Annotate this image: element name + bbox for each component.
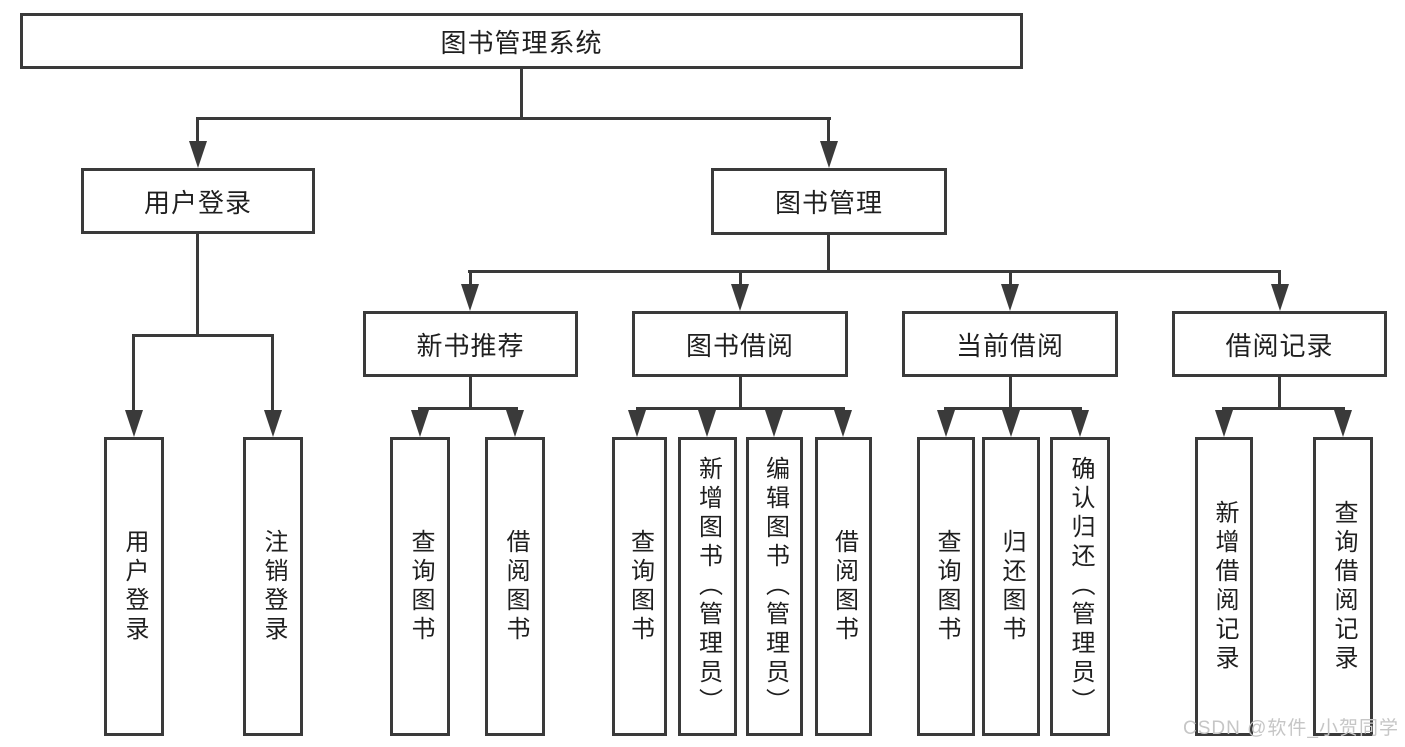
connector-borrow-records-drop — [1278, 377, 1281, 410]
node-borrowing-records: 借阅记录 — [1172, 311, 1387, 377]
node-label: 查询图书 — [933, 528, 960, 645]
node-label: 图书管理系统 — [440, 27, 603, 58]
arrowhead-return-book — [1002, 410, 1020, 437]
node-label: 归还图书 — [998, 528, 1025, 645]
node-label: 编辑图书（管理员） — [761, 456, 789, 717]
node-current-borrowing: 当前借阅 — [902, 311, 1118, 377]
connector-level3-branch — [468, 270, 1281, 273]
node-book-management: 图书管理 — [711, 168, 947, 235]
node-label: 新增借阅记录 — [1211, 499, 1238, 674]
connector-book-borrow-branch — [636, 407, 845, 410]
node-borrow-book-under-borrowing: 借阅图书 — [815, 437, 872, 736]
arrowhead-add-book — [698, 410, 716, 437]
connector-book-borrow-drop — [739, 377, 742, 410]
connector-root-drop — [520, 69, 523, 120]
node-label: 图书管理 — [774, 188, 883, 218]
connector-user-login-branch — [132, 334, 274, 337]
arrowhead-current-borrow — [1001, 284, 1019, 311]
connector-stem-new-book — [469, 270, 472, 292]
arrowhead-query-book-1 — [411, 410, 429, 437]
connector-new-book-drop — [469, 377, 472, 410]
node-label: 查询图书 — [626, 528, 654, 645]
node-library-management-system: 图书管理系统 — [20, 13, 1023, 69]
connector-stem-logout — [271, 334, 274, 414]
node-label: 查询图书 — [407, 528, 434, 645]
arrowhead-user-login — [189, 141, 207, 168]
node-query-book-under-borrowing: 查询图书 — [612, 437, 667, 736]
csdn-watermark: CSDN @软件_小贺同学 — [1183, 718, 1399, 739]
connector-stem-current-borrow — [1009, 270, 1012, 292]
connector-stem-login — [132, 334, 135, 414]
arrowhead-add-borrow-record — [1215, 410, 1233, 437]
node-add-borrow-record: 新增借阅记录 — [1195, 437, 1253, 736]
node-user-login: 用户登录 — [81, 168, 315, 234]
node-book-borrowing: 图书借阅 — [632, 311, 848, 377]
node-edit-book-admin: 编辑图书（管理员） — [746, 437, 803, 736]
connector-stem-book-borrow — [739, 270, 742, 292]
node-label: 新增图书（管理员） — [694, 456, 722, 717]
connector-stem-borrow-records — [1278, 270, 1281, 292]
node-query-book-under-current: 查询图书 — [917, 437, 975, 736]
node-label: 用户登录 — [143, 187, 252, 218]
arrowhead-confirm-return — [1071, 410, 1089, 437]
node-query-borrow-record: 查询借阅记录 — [1313, 437, 1373, 736]
arrowhead-new-book — [461, 284, 479, 311]
node-label: 借阅图书 — [502, 528, 529, 645]
node-new-book-recommendation: 新书推荐 — [363, 311, 578, 377]
connector-current-borrow-branch — [944, 407, 1082, 410]
connector-current-borrow-drop — [1009, 377, 1012, 410]
node-borrow-book-under-recommendation: 借阅图书 — [485, 437, 545, 736]
connector-borrow-records-branch — [1222, 407, 1345, 410]
arrowhead-book-mgmt — [820, 141, 838, 168]
node-add-book-admin: 新增图书（管理员） — [678, 437, 737, 736]
arrowhead-borrow-book-2 — [834, 410, 852, 437]
node-label: 新书推荐 — [416, 330, 525, 361]
node-label: 借阅图书 — [830, 528, 858, 645]
node-return-book: 归还图书 — [982, 437, 1040, 736]
connector-stem-user-login — [196, 117, 199, 147]
connector-new-book-branch — [418, 407, 518, 410]
arrowhead-query-borrow-record — [1334, 410, 1352, 437]
arrowhead-book-borrow — [731, 284, 749, 311]
connector-book-mgmt-drop — [827, 235, 830, 273]
arrowhead-edit-book — [765, 410, 783, 437]
node-label: 用户登录 — [121, 528, 148, 645]
arrowhead-borrow-book-1 — [506, 410, 524, 437]
connector-level2-branch — [196, 117, 831, 120]
connector-user-login-drop — [196, 234, 199, 336]
node-label: 注销登录 — [260, 528, 287, 645]
arrowhead-login — [125, 410, 143, 437]
arrowhead-query-book-3 — [937, 410, 955, 437]
node-label: 图书借阅 — [685, 330, 794, 361]
node-query-book-under-recommendation: 查询图书 — [390, 437, 450, 736]
node-label: 查询借阅记录 — [1330, 499, 1357, 674]
node-login: 用户登录 — [104, 437, 164, 736]
arrowhead-borrow-records — [1271, 284, 1289, 311]
connector-stem-book-mgmt — [827, 117, 830, 147]
arrowhead-logout — [264, 410, 282, 437]
arrowhead-query-book-2 — [628, 410, 646, 437]
node-label: 借阅记录 — [1225, 330, 1334, 361]
node-confirm-return-admin: 确认归还（管理员） — [1050, 437, 1110, 736]
node-label: 确认归还（管理员） — [1067, 456, 1094, 717]
node-label: 当前借阅 — [955, 330, 1064, 361]
node-logout: 注销登录 — [243, 437, 303, 736]
